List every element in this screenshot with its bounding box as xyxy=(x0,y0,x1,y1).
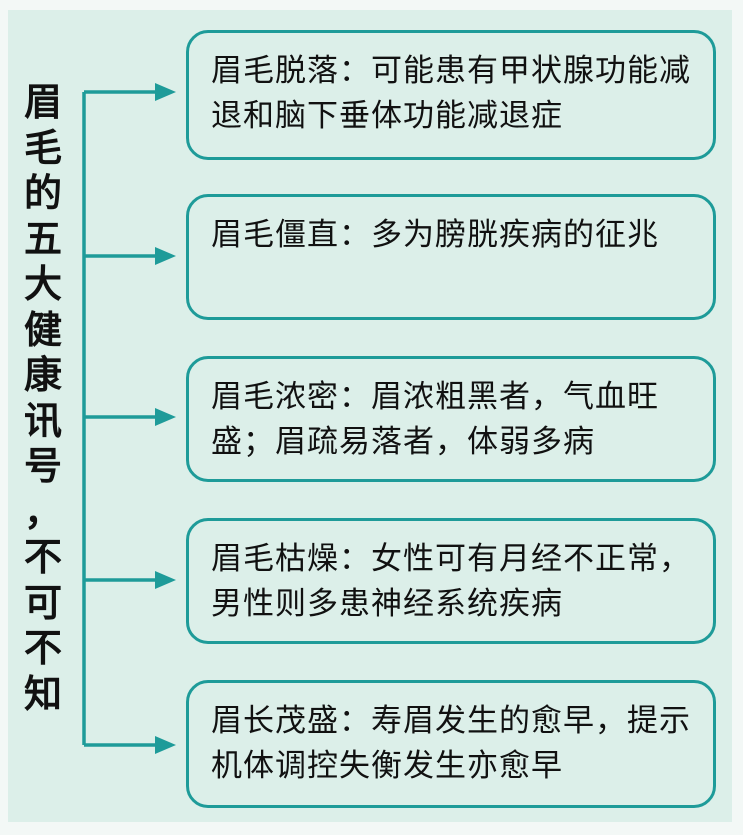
title-char: 号 xyxy=(23,444,62,488)
title-char: ， xyxy=(23,489,62,534)
title-char: 眉 xyxy=(23,80,62,124)
title-char: 健 xyxy=(23,307,62,352)
health-sign-box: 眉毛枯燥：女性可有月经不正常，男性则多患神经系统疾病 xyxy=(186,518,716,644)
title-char: 康 xyxy=(23,353,62,397)
title-char: 不 xyxy=(23,626,62,670)
title-char: 五 xyxy=(23,216,62,261)
arrow-head xyxy=(155,736,176,754)
arrow-head xyxy=(155,83,176,101)
health-sign-box: 眉毛脱落：可能患有甲状腺功能减退和脑下垂体功能减退症 xyxy=(186,30,716,160)
arrow-head xyxy=(155,247,176,265)
box-text: 眉长茂盛：寿眉发生的愈早，提示机体调控失衡发生亦愈早 xyxy=(211,703,691,784)
connector-lines xyxy=(82,83,176,754)
title-char: 知 xyxy=(23,671,62,716)
title-char: 毛 xyxy=(23,125,62,170)
title-char: 可 xyxy=(23,580,62,625)
health-sign-box: 眉毛浓密：眉浓粗黑者，气血旺盛；眉疏易落者，体弱多病 xyxy=(186,356,716,482)
title-char: 不 xyxy=(23,535,62,579)
box-text: 眉毛僵直：多为膀胱疾病的征兆 xyxy=(211,217,659,253)
title-char: 讯 xyxy=(23,398,62,443)
title-char: 的 xyxy=(23,171,62,215)
health-sign-box: 眉毛僵直：多为膀胱疾病的征兆 xyxy=(186,194,716,320)
diagram-panel: 眉 毛 的 五 大 健 康 讯 号 ， 不 可 不 知 眉毛脱落： xyxy=(8,10,732,822)
box-text: 眉毛浓密：眉浓粗黑者，气血旺盛；眉疏易落者，体弱多病 xyxy=(211,379,659,460)
vertical-title: 眉 毛 的 五 大 健 康 讯 号 ， 不 可 不 知 xyxy=(18,80,68,717)
box-text: 眉毛枯燥：女性可有月经不正常，男性则多患神经系统疾病 xyxy=(211,541,691,622)
box-text: 眉毛脱落：可能患有甲状腺功能减退和脑下垂体功能减退症 xyxy=(211,53,691,134)
arrow-head xyxy=(155,408,176,426)
arrow-head xyxy=(155,571,176,589)
health-sign-box: 眉长茂盛：寿眉发生的愈早，提示机体调控失衡发生亦愈早 xyxy=(186,680,716,808)
title-char: 大 xyxy=(23,262,62,306)
